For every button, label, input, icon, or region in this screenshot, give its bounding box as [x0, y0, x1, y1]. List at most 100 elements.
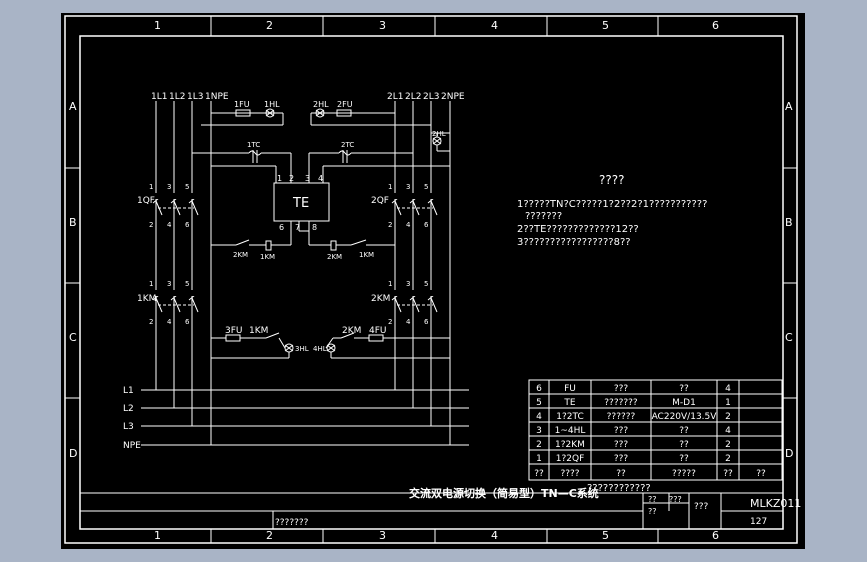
grid-col-bottom-3: 3 [379, 529, 386, 542]
label-2hl-b: 2HL [432, 130, 446, 138]
grid-col-top-5: 5 [602, 19, 609, 32]
grid-row-left-B: B [69, 216, 77, 229]
table-cell: 2 [725, 440, 731, 450]
table-cell: 1~4HL [555, 426, 586, 436]
table-cell: ??? [614, 440, 629, 450]
table-cell: 3 [536, 426, 542, 436]
te-term-8: 8 [312, 223, 317, 232]
km1-contact [173, 297, 181, 313]
left-feeders [155, 101, 212, 445]
table-cell: ?? [679, 426, 689, 436]
km2-term-bottom: 2 [388, 318, 392, 326]
table-cell: ?? [679, 440, 689, 450]
label-2npe: 2NPE [441, 92, 465, 102]
qf2-term-bottom: 4 [406, 221, 411, 229]
km2-contact [430, 297, 438, 313]
table-cell: FU [564, 384, 576, 394]
drawing-page: 127 [750, 517, 767, 527]
grid-row-right-D: D [785, 447, 793, 460]
qf1-term-bottom: 2 [149, 221, 153, 229]
label-2km: 2KM [371, 294, 390, 304]
label-1km-c: 1KM [249, 326, 268, 336]
label-te: TE [292, 196, 309, 211]
label-1tc: 1TC [247, 141, 260, 149]
label-4fu: 4FU [369, 326, 387, 336]
grid-col-bottom-4: 4 [491, 529, 498, 542]
te-term-6: 6 [279, 223, 284, 232]
drawing-subtitle: ???????????? [587, 483, 651, 494]
qf2-contact [412, 200, 420, 216]
qf1-contact [191, 200, 199, 216]
table-cell: 1?2KM [555, 440, 585, 450]
table-header-cell: ?? [756, 469, 766, 479]
label-2l2: 2L2 [405, 92, 421, 102]
table-cell: M-D1 [672, 398, 696, 408]
label-1hl: 1HL [264, 100, 280, 109]
output-bus [141, 389, 469, 446]
qf2-term-top: 1 [388, 183, 392, 191]
km2-contact [412, 297, 420, 313]
label-1npe: 1NPE [205, 92, 229, 102]
table-cell: 1 [725, 398, 731, 408]
notes-line-1: 1?????TN?C?????1?2??2?1??????????? [517, 199, 707, 210]
table-cell: 2 [725, 454, 731, 464]
km1-term-bottom: 2 [149, 318, 153, 326]
parts-table [528, 379, 783, 481]
qf1-term-bottom: 4 [167, 221, 172, 229]
te-term-4: 4 [318, 174, 323, 183]
label-npe: NPE [123, 441, 141, 451]
table-cell: 5 [536, 398, 542, 408]
lamp-circuits [210, 332, 450, 359]
title-cell-c: ?? [648, 507, 657, 516]
grid-row-right-C: C [785, 331, 793, 344]
table-cell: 4 [725, 426, 731, 436]
fuse-1fu [235, 109, 251, 117]
coil-2km [330, 240, 337, 251]
grid-col-top-2: 2 [266, 19, 273, 32]
transformer-2tc [338, 150, 352, 156]
te-controller [273, 182, 330, 222]
label-2km-b: 2KM [327, 253, 342, 261]
drawing-sheet: 1L1 1L2 1L3 1NPE 2L1 2L2 2L3 2NPE 1FU 1H… [61, 13, 805, 549]
grid-row-right-A: A [785, 100, 793, 113]
title-cell-a: ?? [648, 495, 657, 504]
title-block-left-text: ??????? [275, 518, 309, 528]
qf2-term-bottom: 2 [388, 221, 392, 229]
table-header-cell: ?? [723, 469, 733, 479]
schematic-drawing: 1L1 1L2 1L3 1NPE 2L1 2L2 2L3 2NPE 1FU 1H… [64, 15, 801, 544]
label-2l3: 2L3 [423, 92, 439, 102]
table-cell: ?? [679, 454, 689, 464]
label-2qf: 2QF [371, 196, 389, 206]
label-l2: L2 [123, 404, 134, 414]
label-1km-b: 1KM [359, 251, 374, 259]
qf1-term-top: 5 [185, 183, 189, 191]
km2-term-top: 3 [406, 280, 410, 288]
label-2l1: 2L1 [387, 92, 403, 102]
table-cell: 1?2QF [556, 454, 585, 464]
table-cell: 1 [536, 454, 542, 464]
km1-term-bottom: 6 [185, 318, 190, 326]
qf2-term-top: 5 [424, 183, 428, 191]
notes-line-2: ??????? [525, 211, 562, 222]
label-1l1: 1L1 [151, 92, 167, 102]
label-2hl: 2HL [313, 100, 329, 109]
table-cell: 1?2TC [556, 412, 583, 422]
grid-row-left-D: D [69, 447, 77, 460]
label-1km-a: 1KM [260, 253, 275, 261]
km1-term-top: 3 [167, 280, 171, 288]
qf1-term-bottom: 6 [185, 221, 190, 229]
outer-frame [64, 15, 798, 544]
label-1qf: 1QF [137, 196, 155, 206]
table-cell: 4 [536, 412, 542, 422]
qf2-term-bottom: 6 [424, 221, 429, 229]
label-1km: 1KM [137, 294, 156, 304]
lamp-2hl [315, 108, 325, 118]
label-2km-a: 2KM [233, 251, 248, 259]
table-cell: 6 [536, 384, 542, 394]
grid-col-bottom-6: 6 [712, 529, 719, 542]
grid-row-right-B: B [785, 216, 793, 229]
table-cell: AC220V/13.5V [652, 412, 718, 422]
